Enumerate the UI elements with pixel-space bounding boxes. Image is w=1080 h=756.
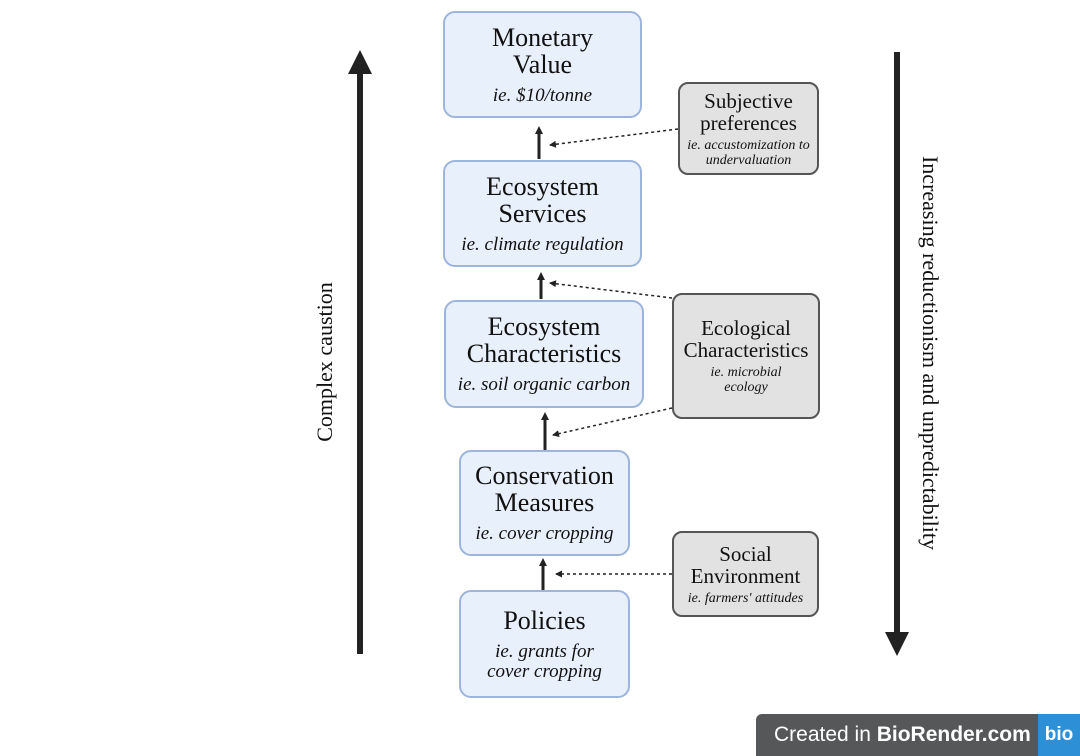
- reductionism-label: Increasing reductionism and unpredictabi…: [918, 155, 943, 551]
- box-example: ie. cover cropping: [475, 523, 614, 544]
- badge-brand: BioRender.com: [876, 723, 1031, 746]
- complex-causation-arrow: [348, 50, 372, 654]
- box-example: ie. farmers' attitudes: [687, 590, 804, 606]
- box-example: ie. climate regulation: [461, 233, 624, 255]
- box-example: ie. grants for cover cropping: [487, 640, 602, 682]
- box-title: Conservation Measures: [475, 461, 614, 517]
- box-title: Ecological Characteristics: [683, 316, 809, 362]
- conservation-measures-box: Conservation Measures ie. cover cropping: [459, 450, 630, 556]
- subjective-preferences-box: Subjective preferences ie. accustomizati…: [678, 82, 819, 175]
- box-title: Ecosystem Characteristics: [466, 312, 622, 368]
- box-title: Social Environment: [690, 541, 801, 588]
- monetary-value-box: Monetary Value ie. $10/tonne: [443, 11, 642, 118]
- complex-causation-label: Complex caustion: [312, 282, 337, 442]
- reductionism-arrow: [885, 52, 909, 656]
- box-title: Monetary Value: [491, 22, 594, 79]
- social-environment-box: Social Environment ie. farmers' attitude…: [672, 531, 819, 617]
- box-title: Policies: [503, 605, 586, 635]
- box-example: ie. accustomization to undervaluation: [687, 137, 810, 168]
- influence-arrows: [549, 128, 679, 578]
- badge-text: Created in BioRender.com: [774, 723, 1031, 747]
- badge-prefix: Created in: [774, 723, 877, 746]
- box-title: Subjective preferences: [700, 88, 797, 135]
- flow-arrows: [535, 126, 549, 590]
- biorender-logo-icon: bio: [1038, 714, 1080, 756]
- box-title: Ecosystem Services: [486, 171, 599, 228]
- box-example: ie. soil organic carbon: [457, 374, 631, 395]
- box-example: ie. microbial ecology: [710, 365, 782, 395]
- ecosystem-characteristics-box: Ecosystem Characteristics ie. soil organ…: [444, 300, 644, 408]
- ecological-characteristics-box: Ecological Characteristics ie. microbial…: [672, 293, 820, 419]
- ecosystem-services-box: Ecosystem Services ie. climate regulatio…: [443, 160, 642, 267]
- biorender-badge[interactable]: Created in BioRender.com bio: [756, 714, 1080, 756]
- policies-box: Policies ie. grants for cover cropping: [459, 590, 630, 698]
- box-example: ie. $10/tonne: [492, 84, 593, 106]
